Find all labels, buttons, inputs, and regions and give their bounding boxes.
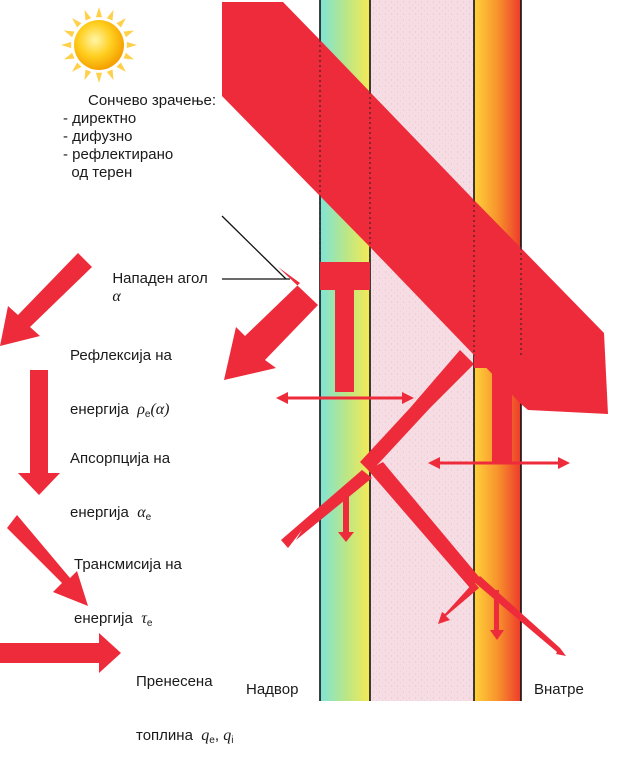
heat-line2: топлина qe, qi [136, 727, 233, 750]
legend-transmission-arrow [7, 515, 88, 606]
absorption-label: Апсорпција на енергија αe [70, 414, 170, 545]
qi-symbol: q [223, 727, 232, 744]
gap-beam [360, 350, 474, 472]
sun-ray [63, 52, 75, 60]
heat-flow-arrows [276, 392, 570, 469]
incidence-label: Нападен агол α [104, 252, 208, 306]
reflection-label: Рефлексија на енергија ρe(α) [70, 311, 172, 442]
incidence-angle [221, 215, 290, 280]
legend-heat-arrow [0, 633, 121, 673]
transmission-word: енергија [74, 610, 133, 627]
sun-icon [61, 7, 137, 83]
reference-lines [319, 40, 522, 356]
reflection-line2: енергија ρe(α) [70, 401, 172, 424]
sun-ray [72, 62, 82, 72]
transmission-line2: енергија τe [74, 610, 182, 633]
sun-ray [63, 30, 75, 38]
reflection-word: енергија [70, 401, 129, 418]
sun-ray [116, 62, 126, 72]
solar-radiation-title: Сончево зрачење: [88, 92, 217, 109]
sun-ray [126, 41, 137, 49]
absorption-line2: енергија αe [70, 504, 170, 527]
sun-ray [84, 9, 92, 21]
rho-sub: e [144, 409, 151, 420]
rho-arg: (α) [150, 401, 170, 418]
legend-arrows [0, 253, 121, 673]
reflected-beam [224, 267, 318, 380]
absorption-line1: Апсорпција на [70, 450, 171, 467]
solar-radiation-item: - рефлектирано [63, 146, 174, 163]
reflection-line1: Рефлексија на [70, 347, 172, 364]
tau-symbol: τ [141, 610, 147, 627]
heat-line1: Пренесена [136, 673, 213, 690]
absorption-word: енергија [70, 504, 129, 521]
sun-ray [95, 7, 103, 18]
inside-label: Внатре [534, 681, 584, 698]
tau-sub: e [146, 618, 153, 629]
solar-radiation-item: - директно [63, 110, 137, 127]
incidence-text: Нападен агол [112, 270, 208, 287]
sun-ray [123, 30, 135, 38]
outside-label: Надвор [246, 681, 299, 698]
alpha-e-sub: e [145, 512, 152, 523]
sun-ray [95, 72, 103, 83]
sun-ray [72, 18, 82, 28]
absorption-stub-inner [474, 356, 521, 463]
sun-ray [61, 41, 72, 49]
solar-radiation-item: - дифузно [63, 128, 133, 145]
lower-left-beam [281, 470, 372, 548]
sun-ray [123, 52, 135, 60]
alpha-e-symbol: α [137, 504, 146, 521]
alpha-symbol: α [112, 288, 121, 305]
down-arrow-outer [338, 488, 354, 542]
legend-absorption-arrow [18, 370, 60, 495]
heat-word: топлина [136, 727, 193, 744]
lower-beam [368, 462, 480, 588]
absorption-stub-outer [320, 262, 370, 392]
legend-reflection-arrow [0, 253, 92, 346]
solar-radiation-item: од терен [63, 164, 133, 181]
radiation-arrows [222, 2, 608, 656]
incident-beam [222, 2, 608, 414]
heat-arrow-outer [276, 392, 414, 404]
down-arrow-inner [490, 590, 504, 640]
transmission-label: Трансмисија на енергија τe [74, 520, 182, 651]
sun-ray [106, 9, 114, 21]
heat-arrow-inner [428, 457, 570, 469]
transmission-line1: Трансмисија на [74, 556, 182, 573]
air-gap [370, 0, 474, 701]
heat-sep: , [214, 727, 220, 744]
rho-symbol: ρ [137, 401, 145, 418]
qe-symbol: q [201, 727, 210, 744]
sun-ray [106, 69, 114, 81]
inner-branch-left [438, 582, 479, 624]
glazing-diagram [0, 0, 608, 701]
heat-label: Пренесена топлина qe, qi [136, 637, 233, 768]
sun-ray [84, 69, 92, 81]
qi-sub: i [231, 735, 234, 746]
sun-ray [116, 18, 126, 28]
